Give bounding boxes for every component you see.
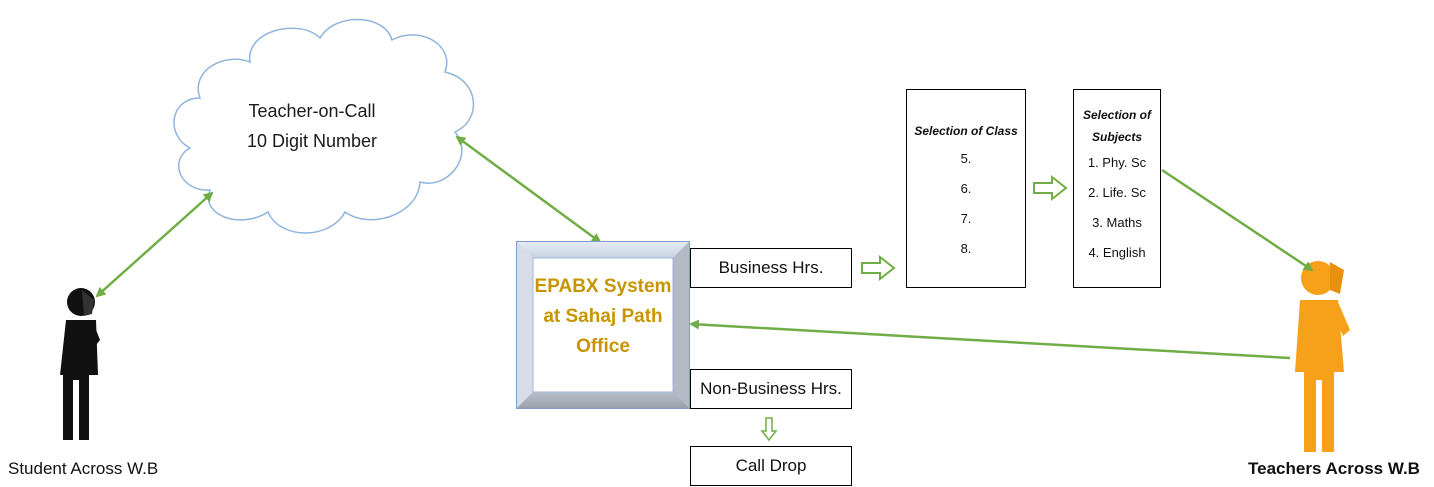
cloud-shape bbox=[173, 18, 475, 234]
business-to-class-arrow bbox=[861, 254, 896, 282]
call-drop-box: Call Drop bbox=[690, 446, 852, 486]
subjects-teacher-arrow bbox=[1161, 168, 1314, 272]
class-item: 6. bbox=[960, 181, 972, 196]
subject-item: 4. English bbox=[1088, 245, 1146, 260]
subject-item: 1. Phy. Sc bbox=[1087, 155, 1147, 170]
student-label: Student Across W.B bbox=[8, 459, 159, 478]
business-hours-label: Business Hrs. bbox=[718, 258, 824, 277]
subject-selection-title-1: Selection of bbox=[1082, 108, 1151, 122]
subject-item: 2. Life. Sc bbox=[1088, 185, 1146, 200]
epabx-line-1: EPABX System bbox=[534, 276, 672, 297]
epabx-label: EPABX System at Sahaj Path Office bbox=[533, 272, 673, 362]
student-cloud-arrow bbox=[95, 191, 214, 298]
class-item: 7. bbox=[960, 211, 972, 226]
class-item: 8. bbox=[960, 241, 972, 256]
cloud-label: Teacher-on-Call 10 Digit Number bbox=[232, 96, 392, 156]
cloud-epabx-arrow bbox=[455, 135, 602, 244]
epabx-line-3: Office bbox=[576, 336, 630, 357]
class-item: 5. bbox=[960, 151, 972, 166]
subject-selection-title-2: Subjects bbox=[1091, 130, 1142, 144]
call-drop-label: Call Drop bbox=[735, 456, 807, 475]
cloud-title: Teacher-on-Call bbox=[248, 101, 376, 121]
nonbusiness-to-calldrop-arrow bbox=[760, 417, 778, 442]
student-figure bbox=[60, 288, 100, 440]
epabx-box bbox=[516, 241, 690, 409]
class-selection-title: Selection of Class bbox=[914, 124, 1018, 138]
non-business-hours-box: Non-Business Hrs. bbox=[690, 369, 852, 409]
teacher-label: Teachers Across W.B bbox=[1248, 459, 1420, 478]
subject-selection-box: Selection of Subjects 1. Phy. Sc 2. Life… bbox=[1073, 89, 1161, 288]
class-to-subjects-arrow bbox=[1033, 174, 1068, 202]
teacher-epabx-arrow bbox=[689, 319, 1291, 360]
subject-item: 3. Maths bbox=[1092, 215, 1142, 230]
class-selection-box: Selection of Class 5. 6. 7. 8. bbox=[906, 89, 1026, 288]
non-business-hours-label: Non-Business Hrs. bbox=[700, 379, 842, 398]
teacher-figure bbox=[1295, 261, 1350, 452]
cloud-subtitle: 10 Digit Number bbox=[246, 131, 378, 151]
epabx-line-2: at Sahaj Path bbox=[543, 306, 663, 327]
business-hours-box: Business Hrs. bbox=[690, 248, 852, 288]
